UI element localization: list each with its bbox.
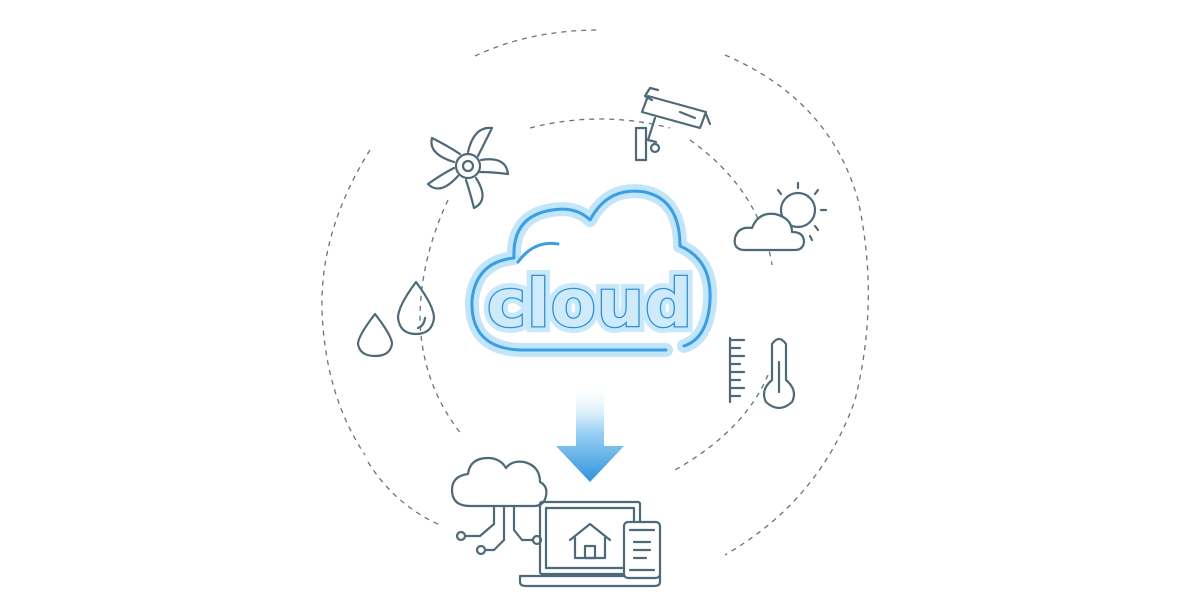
smartphone-icon [622, 520, 662, 580]
outer-orbit-bottom-left-arc [367, 461, 441, 526]
inner-orbit-top-arc [529, 118, 671, 129]
partly-sunny-weather-icon [733, 181, 828, 252]
security-camera-icon [634, 86, 712, 162]
outer-orbit-right-arc [724, 54, 869, 556]
water-drops-icon [356, 280, 436, 358]
central-cloud-icon: cloud cloud [464, 184, 718, 357]
orbit-rings [321, 29, 869, 556]
outer-orbit-left-arc [321, 149, 371, 456]
inner-orbit-left-arc [419, 199, 463, 436]
cloud-label-glow: cloud [487, 265, 693, 342]
fan-icon [426, 126, 510, 210]
download-arrow-icon [556, 388, 624, 482]
cloud-label: cloud [487, 265, 693, 342]
inner-orbit-right-lower-arc [674, 374, 769, 471]
thermometer-icon [728, 336, 796, 410]
cloud-network-icon [450, 456, 548, 556]
outer-orbit-top-arc [474, 29, 601, 57]
